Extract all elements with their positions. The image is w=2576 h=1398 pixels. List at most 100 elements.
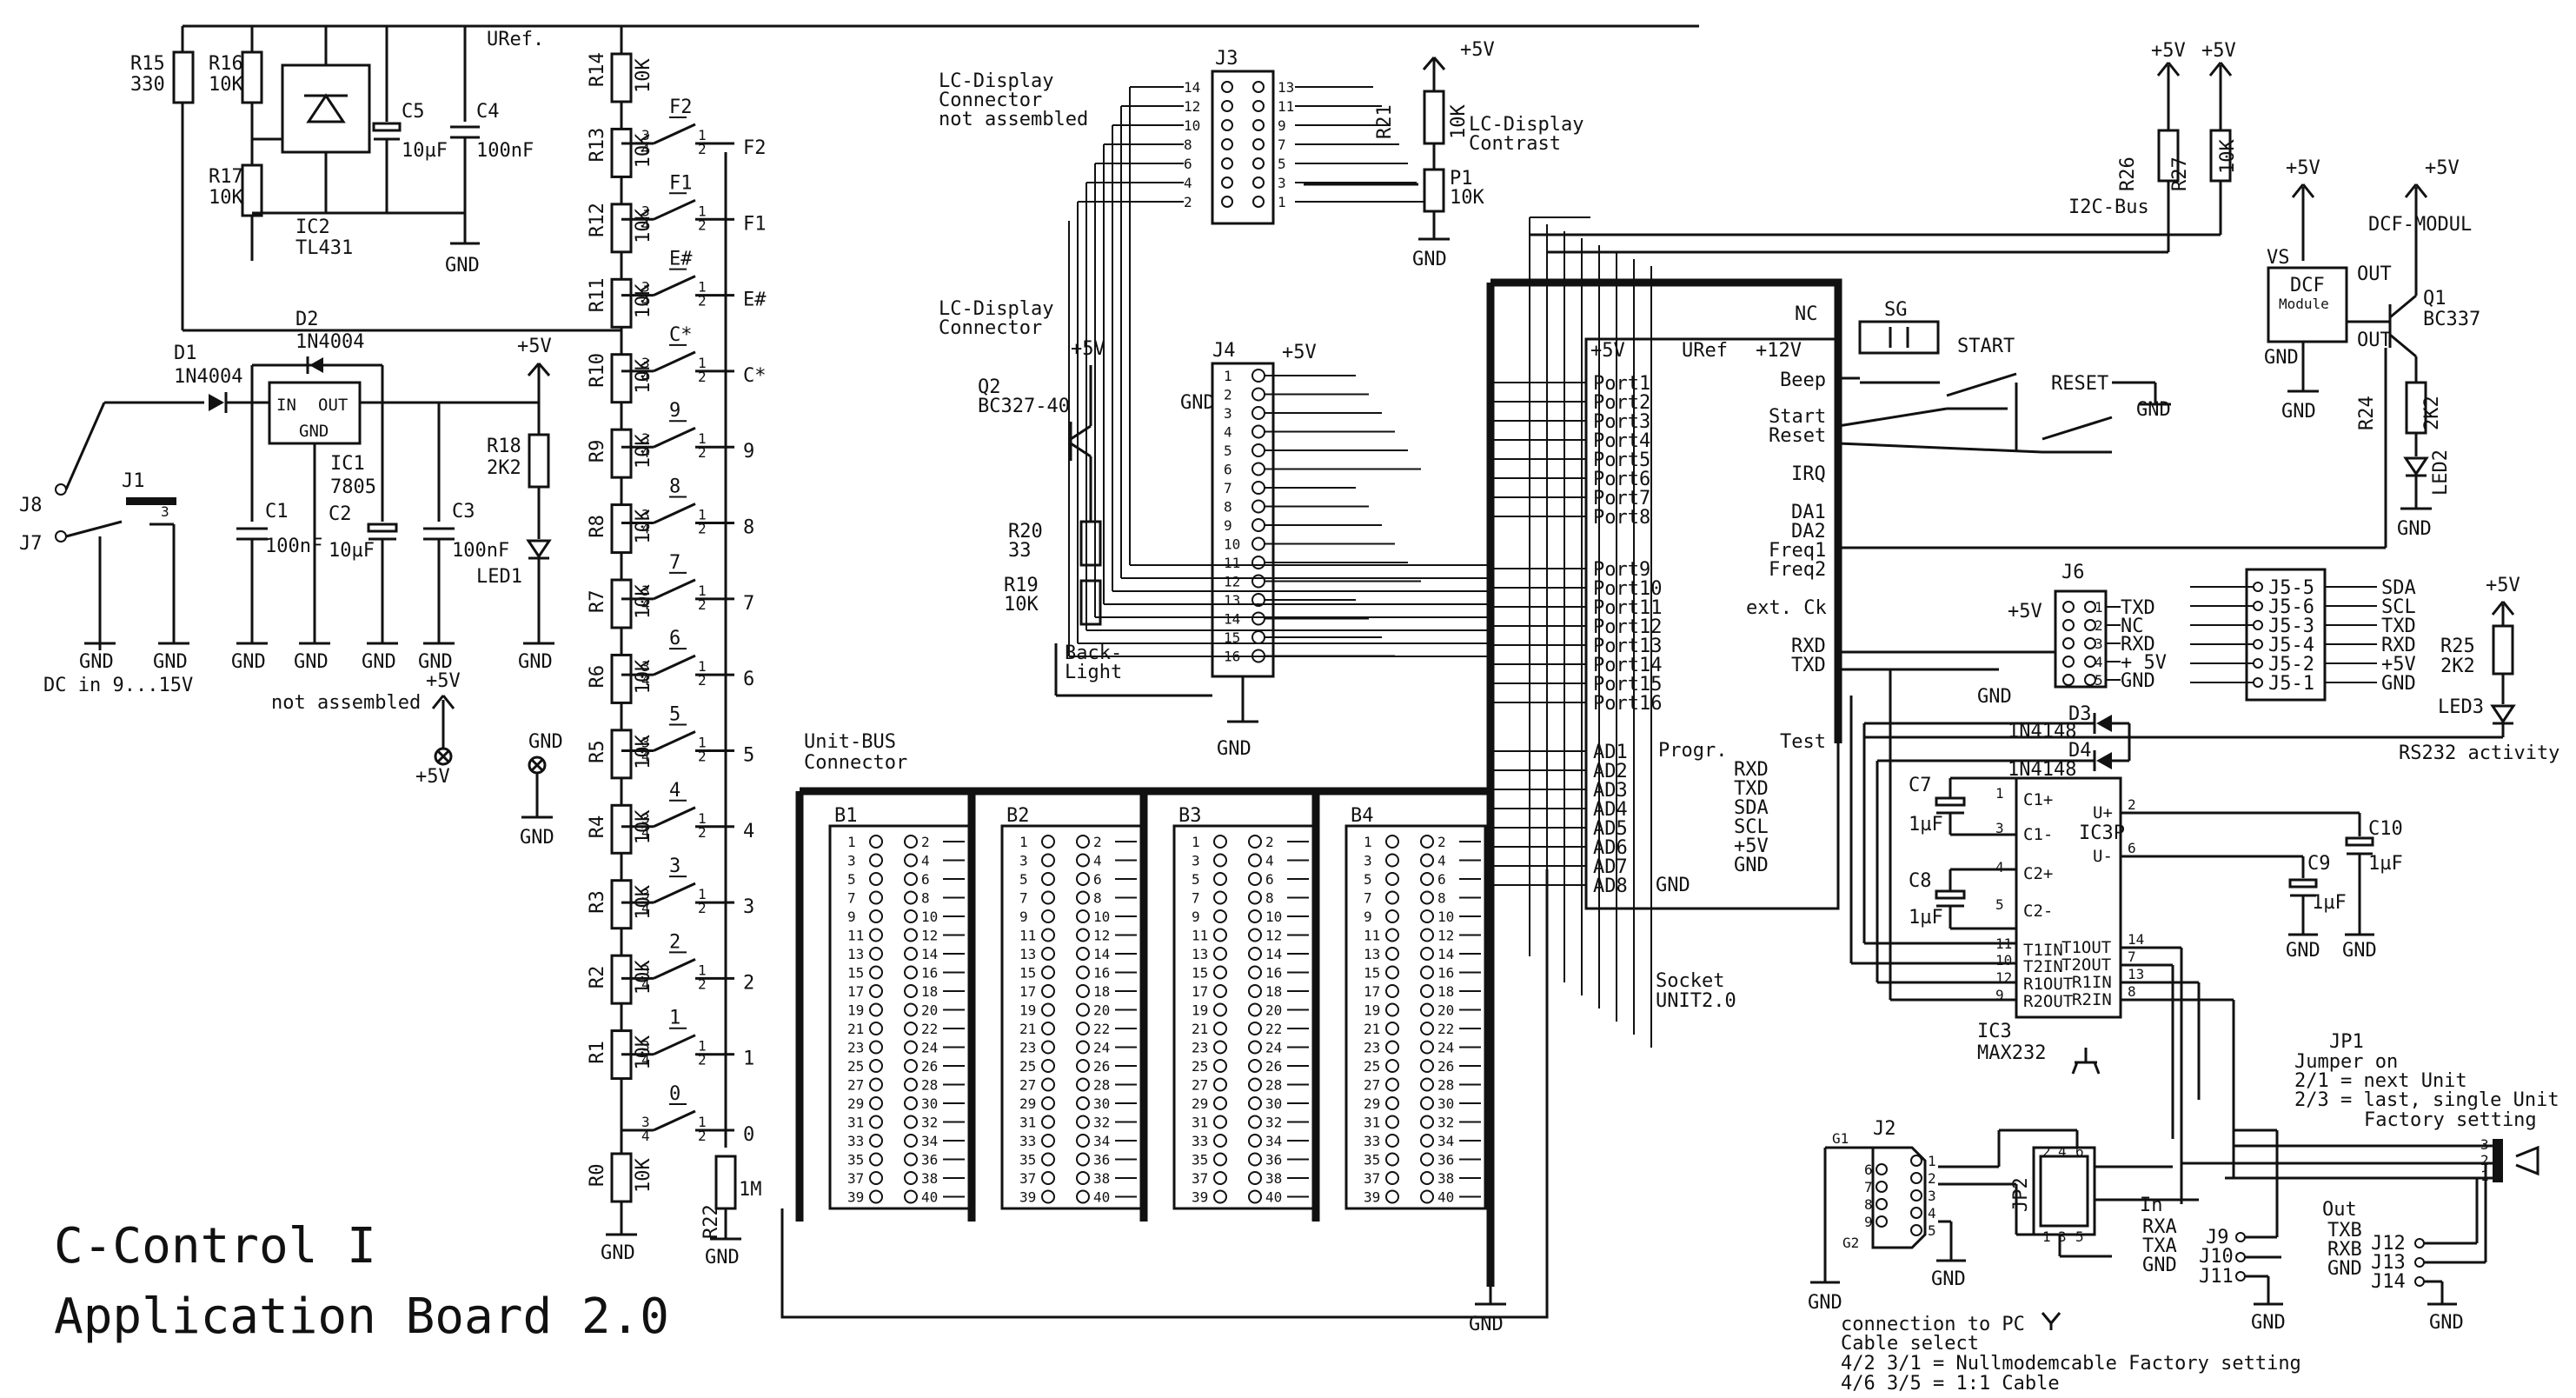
svg-text:2: 2 [698,900,707,916]
svg-text:29: 29 [1192,1095,1208,1112]
svg-text:Freq1: Freq1 [1769,540,1826,562]
svg-text:1: 1 [698,1114,707,1130]
j6-pin-label: GND [2121,670,2155,692]
svg-text:6: 6 [1184,156,1192,172]
svg-text:30: 30 [921,1095,938,1112]
key-switch [653,578,696,601]
ic3p-label: IC3P [2079,822,2125,844]
svg-text:22: 22 [921,1021,938,1037]
keypad-resistor [610,127,633,178]
dcf-title: DCF-MODUL [2368,214,2472,236]
svg-text:2: 2 [698,672,707,689]
svg-text:15: 15 [1192,965,1208,982]
c8-value: 1µF [1909,907,1943,929]
jp2-label: JP2 [2010,1177,2032,1212]
bank-label: B4 [1351,805,1374,827]
d3-label: D3 [2068,703,2092,725]
j3-desc3: not assembled [939,109,1088,130]
bus-fanout [1529,216,1652,1048]
svg-text:2: 2 [698,141,707,157]
svg-text:3: 3 [847,853,856,869]
svg-text:12: 12 [1265,928,1282,944]
svg-text:2: 2 [698,444,707,461]
key-switch [653,882,696,904]
keypad-resistor [610,503,633,555]
backlight2: Light [1065,662,1122,683]
svg-text:11: 11 [847,928,864,944]
jp1-pin2: 2 [2480,1152,2489,1168]
keypad-resistor [610,353,633,404]
key-label: 3 [743,896,754,918]
sg-label: SG [1884,299,1908,321]
svg-text:U-: U- [2093,847,2113,866]
socket-label2: UNIT2.0 [1656,990,1736,1012]
svg-text:URef: URef [1682,340,1728,362]
svg-text:1: 1 [847,834,856,850]
svg-text:3: 3 [641,507,650,523]
keypad-resistor-label: R11 [587,278,608,313]
c1-value: 100nF [265,536,322,557]
r15-value: 330 [130,74,165,96]
r16-value: 10K [209,74,243,96]
c2-label: C2 [329,503,352,525]
r24-label: R24 [2356,396,2378,430]
bus-top [1490,278,1842,743]
svg-text:+5V: +5V [1590,340,1625,362]
r19-label: R19 [1004,575,1039,596]
unit-pin-label: Port9 [1593,559,1650,581]
key-name: 9 [669,400,681,422]
svg-text:4: 4 [641,900,650,916]
max232-section: IC3P C1+1C1-3C2+4C2-5T1IN11T2IN10R1OUT12… [1849,669,2403,1204]
keypad-resistor-value: 10K [633,58,654,93]
r25-value: 2K2 [2440,656,2475,677]
j2-txa: TXA [2142,1235,2177,1257]
j6-plus5v: +5V [2008,601,2042,622]
svg-text:2: 2 [698,824,707,841]
r21-label: R21 [1374,104,1396,139]
svg-text:37: 37 [1364,1170,1380,1187]
svg-text:R2IN: R2IN [2072,990,2112,1009]
gnd-na2: GND [520,827,554,849]
c10-label: C10 [2368,818,2403,840]
contrast1: LC-Display [1469,114,1583,136]
svg-text:17: 17 [1192,983,1208,1000]
svg-text:9: 9 [1995,987,2004,1003]
j5-signal-label: SCL [2381,596,2416,618]
svg-text:DA1: DA1 [1791,502,1826,523]
svg-text:9: 9 [1192,909,1200,925]
svg-text:RXD: RXD [1791,636,1826,657]
svg-text:32: 32 [1093,1115,1110,1131]
svg-text:2: 2 [698,1052,707,1068]
svg-text:3: 3 [641,279,650,296]
svg-text:13: 13 [1192,946,1208,962]
svg-text:6: 6 [1437,871,1446,888]
j14-gnd: GND [2429,1312,2464,1334]
svg-text:3: 3 [641,658,650,675]
reset-label: RESET [2051,373,2108,395]
svg-text:3: 3 [641,886,650,902]
svg-text:24: 24 [1437,1040,1454,1056]
unit-pin-label: Port8 [1593,507,1650,529]
unit-pin-label: Port6 [1593,469,1650,490]
bank-label: B2 [1006,805,1030,827]
svg-text:7: 7 [1364,890,1372,907]
svg-text:3: 3 [1364,853,1372,869]
svg-text:19: 19 [1364,1002,1380,1019]
svg-text:26: 26 [921,1058,938,1075]
svg-text:28: 28 [1437,1077,1454,1094]
svg-text:25: 25 [1192,1058,1208,1075]
svg-text:9: 9 [847,909,856,925]
svg-text:10: 10 [1995,952,2012,969]
keypad-resistor-label: R2 [587,966,608,989]
svg-text:3: 3 [1995,820,2004,836]
svg-text:3: 3 [641,734,650,750]
key-switch [653,654,696,676]
svg-text:RXD: RXD [1734,759,1769,781]
svg-text:NC: NC [1795,303,1818,325]
jp1-jumper-icon [2515,1145,2539,1176]
svg-text:5: 5 [1995,896,2004,913]
svg-text:2: 2 [698,975,707,992]
contrast2: Contrast [1469,133,1561,155]
